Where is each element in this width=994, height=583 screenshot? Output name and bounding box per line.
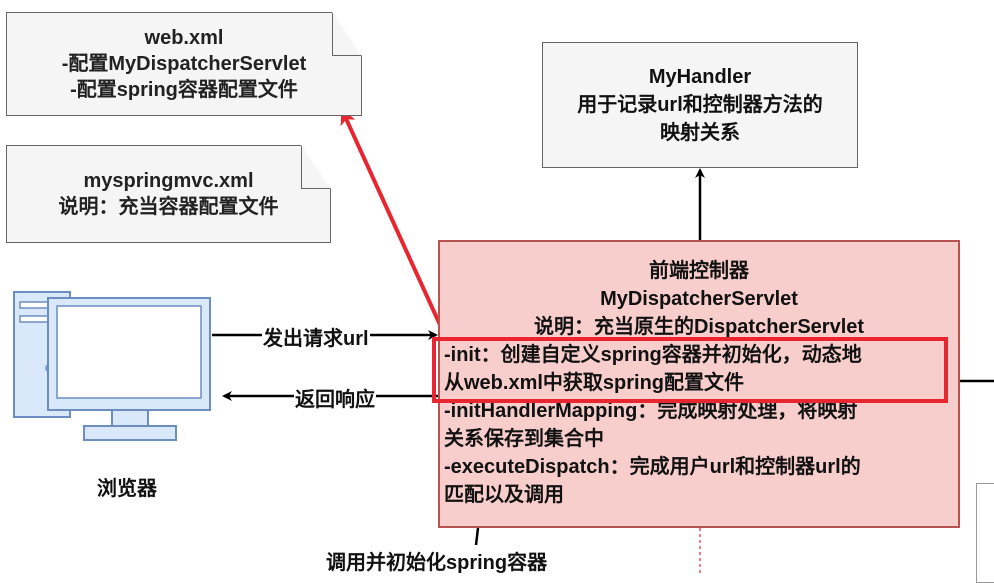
init-container-label: 调用并初始化spring容器 (326, 546, 548, 575)
note-webxml-title: web.xml (144, 27, 224, 49)
dispatcher-init-line1: -init：创建自定义spring容器并初始化，动态地 (444, 344, 862, 366)
handler-box: MyHandler 用于记录url和控制器方法的 映射关系 (542, 42, 858, 168)
partial-right-box (976, 483, 994, 583)
browser-label: 浏览器 (97, 472, 157, 501)
handler-line3: 映射关系 (660, 122, 740, 144)
dispatcher-name: MyDispatcherServlet (600, 288, 798, 310)
note-myspringmvc: myspringmvc.xml 说明：充当容器配置文件 (6, 145, 331, 243)
handler-title: MyHandler (648, 66, 752, 88)
highlight-arrow (340, 108, 448, 339)
dispatcher-box: 前端控制器 MyDispatcherServlet 说明：充当原生的Dispat… (438, 240, 960, 528)
dispatcher-dispatch-line2: 匹配以及调用 (444, 484, 564, 506)
handler-line2: 用于记录url和控制器方法的 (577, 94, 823, 116)
note-webxml-line2: -配置spring容器配置文件 (70, 79, 298, 101)
response-label: 返回响应 (294, 383, 376, 412)
dispatcher-dispatch-line1: -executeDispatch：完成用户url和控制器url的 (444, 456, 861, 478)
request-label: 发出请求url (262, 322, 370, 351)
monitor-icon (13, 291, 211, 441)
dispatcher-mapping-line2: 关系保存到集合中 (444, 428, 604, 450)
dispatcher-init-line2: 从web.xml中获取spring配置文件 (444, 372, 745, 394)
init-highlight-box (432, 337, 948, 403)
dispatcher-mapping-line1: -initHandlerMapping：完成映射处理，将映射 (444, 400, 858, 422)
bottom-connector (474, 527, 480, 546)
note-myspringmvc-line1: 说明：充当容器配置文件 (58, 196, 279, 218)
dispatcher-title: 前端控制器 (649, 260, 749, 282)
dispatcher-desc: 说明：充当原生的DispatcherServlet (533, 316, 865, 338)
note-webxml: web.xml -配置MyDispatcherServlet -配置spring… (6, 12, 362, 116)
note-myspringmvc-title: myspringmvc.xml (83, 170, 254, 192)
note-webxml-line1: -配置MyDispatcherServlet (61, 53, 307, 75)
